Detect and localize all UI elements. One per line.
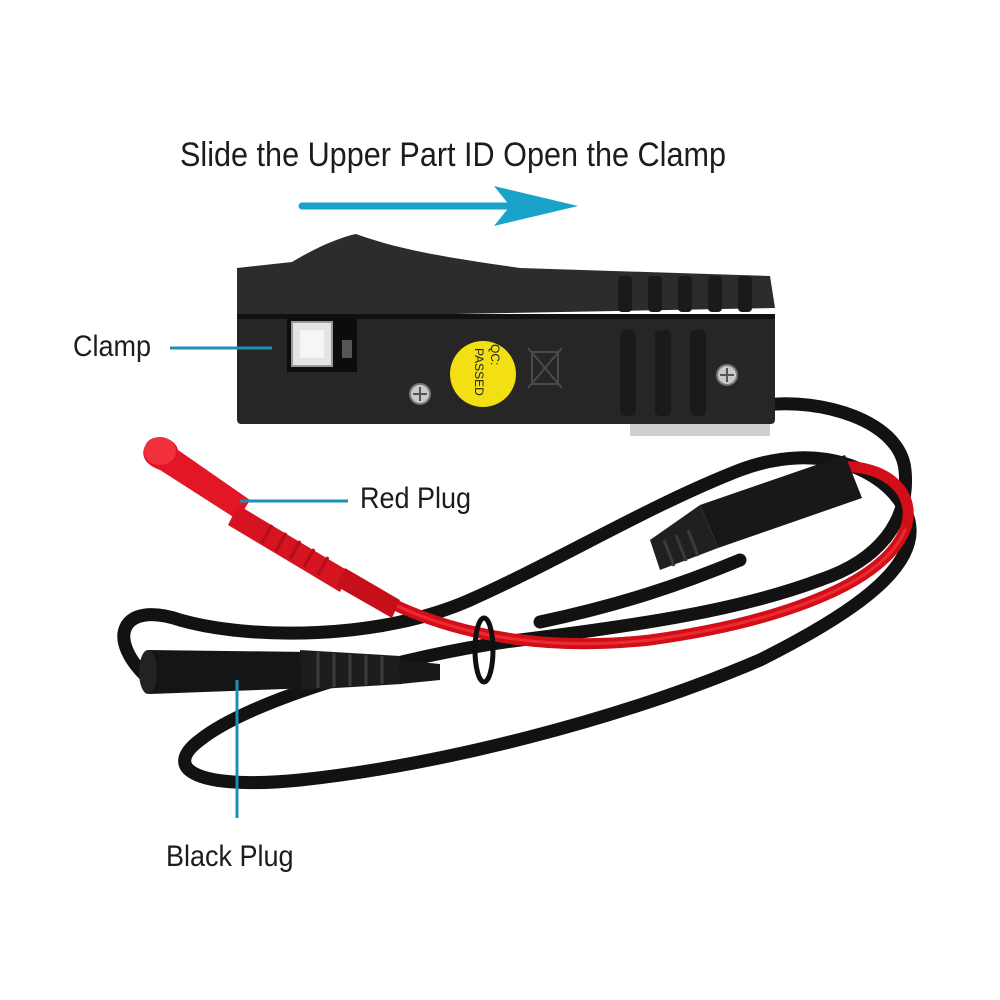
black-plug [139,650,440,694]
black-cable [117,397,917,790]
instruction-title: Slide the Upper Part ID Open the Clamp [180,136,726,174]
red-cable [389,461,914,650]
clamp-device [237,234,775,436]
red-plug [143,437,400,618]
qc-sticker: QC: PASSED [450,341,516,407]
red-plug-label: Red Plug [360,482,472,515]
clamp-label: Clamp [73,330,152,363]
cable-tie [472,615,496,685]
cable-junction-sleeve [650,455,862,570]
sticker-line-2: PASSED [472,348,486,396]
sticker-line-1: QC: [488,344,502,365]
black-plug-label: Black Plug [166,840,294,873]
weee-bin-icon [527,347,563,389]
slide-direction-arrow-icon [298,186,578,226]
